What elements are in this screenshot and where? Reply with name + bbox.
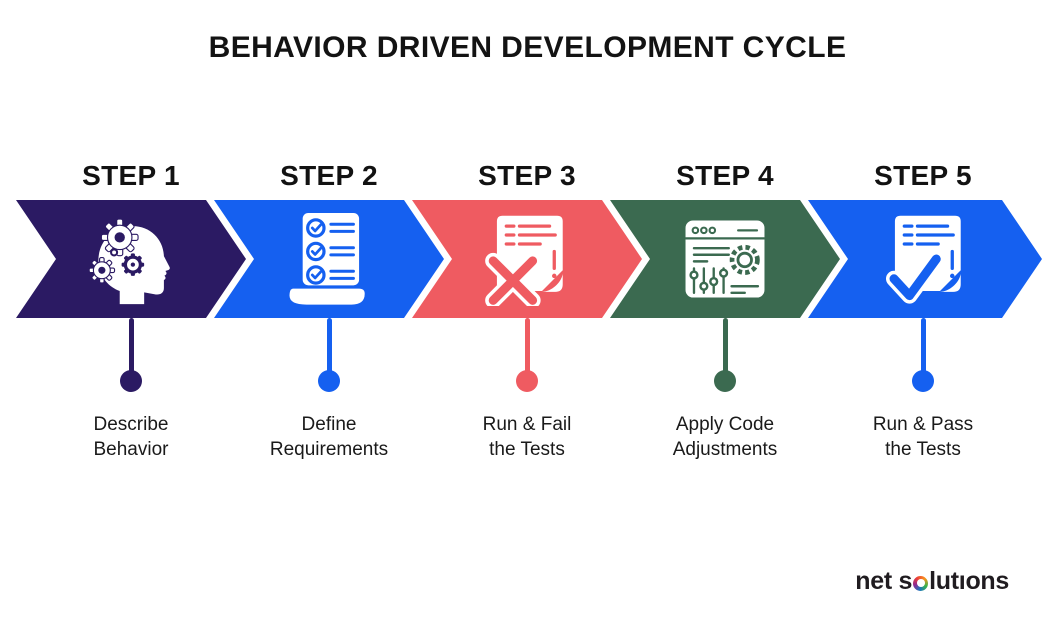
step-2-heading: STEP 2	[280, 160, 378, 191]
failed-test-document-icon	[480, 212, 574, 306]
connector-dot	[912, 370, 934, 392]
step-2-caption: Define Requirements	[269, 414, 389, 460]
step-3-heading: STEP 3	[478, 160, 576, 191]
connector-line	[722, 318, 728, 371]
connector-dot	[120, 370, 142, 392]
step-5-caption: Run & Pass the Tests	[872, 414, 974, 460]
settings-adjustments-icon	[678, 212, 772, 306]
step-3-caption: Run & Fail the Tests	[482, 414, 572, 460]
connector-dot	[516, 370, 538, 392]
step-4-chevron	[610, 200, 840, 318]
step-5-heading: STEP 5	[874, 160, 972, 191]
step-2-connector	[230, 318, 428, 392]
step-1-chevron	[16, 200, 246, 318]
connector-line	[128, 318, 134, 371]
connector-line	[524, 318, 530, 371]
connector-line	[920, 318, 926, 371]
head-with-gears-icon	[84, 212, 178, 306]
logo-text-prefix: net s	[855, 567, 913, 595]
step-1-connector	[32, 318, 230, 392]
connector-dot	[714, 370, 736, 392]
logo-o-ring-icon	[913, 575, 929, 591]
step-5-chevron	[808, 200, 1042, 318]
connector-line	[326, 318, 332, 371]
step-4-connector	[626, 318, 824, 392]
passed-test-document-icon	[878, 212, 972, 306]
net-solutions-logo: net s lutıons	[855, 567, 1009, 596]
step-3-connector	[428, 318, 626, 392]
page-title: BEHAVIOR DRIVEN DEVELOPMENT CYCLE	[208, 31, 847, 64]
step-4-caption: Apply Code Adjustments	[672, 414, 778, 460]
connector-dot	[318, 370, 340, 392]
step-1-heading: STEP 1	[82, 160, 180, 191]
step-4-heading: STEP 4	[676, 160, 774, 191]
step-5-connector	[824, 318, 1022, 392]
logo-text-suffix: lutıons	[929, 567, 1009, 595]
step-2-chevron	[214, 200, 444, 318]
checklist-document-icon	[282, 212, 376, 306]
step-1-caption: Describe Behavior	[93, 414, 169, 460]
step-3-chevron	[412, 200, 642, 318]
